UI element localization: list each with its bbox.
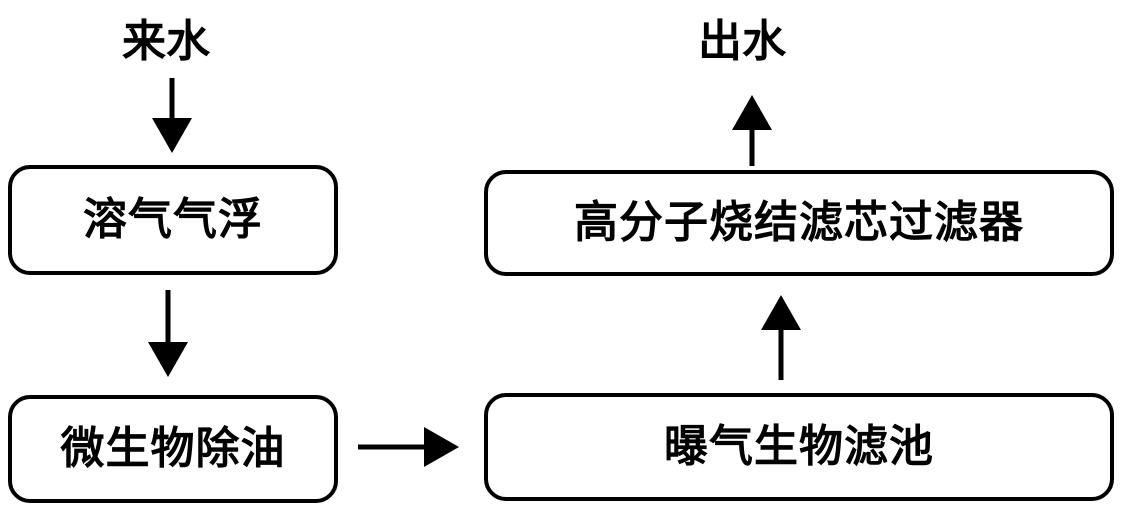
outlet-label: 出水 xyxy=(698,16,786,67)
flotation-box: 溶气气浮 xyxy=(8,165,338,275)
polymer-sintered-filter-label: 高分子烧结滤芯过滤器 xyxy=(574,197,1024,248)
flotation-label: 溶气气浮 xyxy=(83,194,263,245)
polymer-sintered-filter-box: 高分子烧结滤芯过滤器 xyxy=(484,170,1114,276)
inlet-label: 来水 xyxy=(122,16,210,67)
microbial-oil-removal-label: 微生物除油 xyxy=(60,423,286,474)
biological-aerated-filter-label: 曝气生物滤池 xyxy=(664,421,934,472)
microbial-oil-removal-box: 微生物除油 xyxy=(8,395,338,503)
biological-aerated-filter-box: 曝气生物滤池 xyxy=(484,393,1114,501)
